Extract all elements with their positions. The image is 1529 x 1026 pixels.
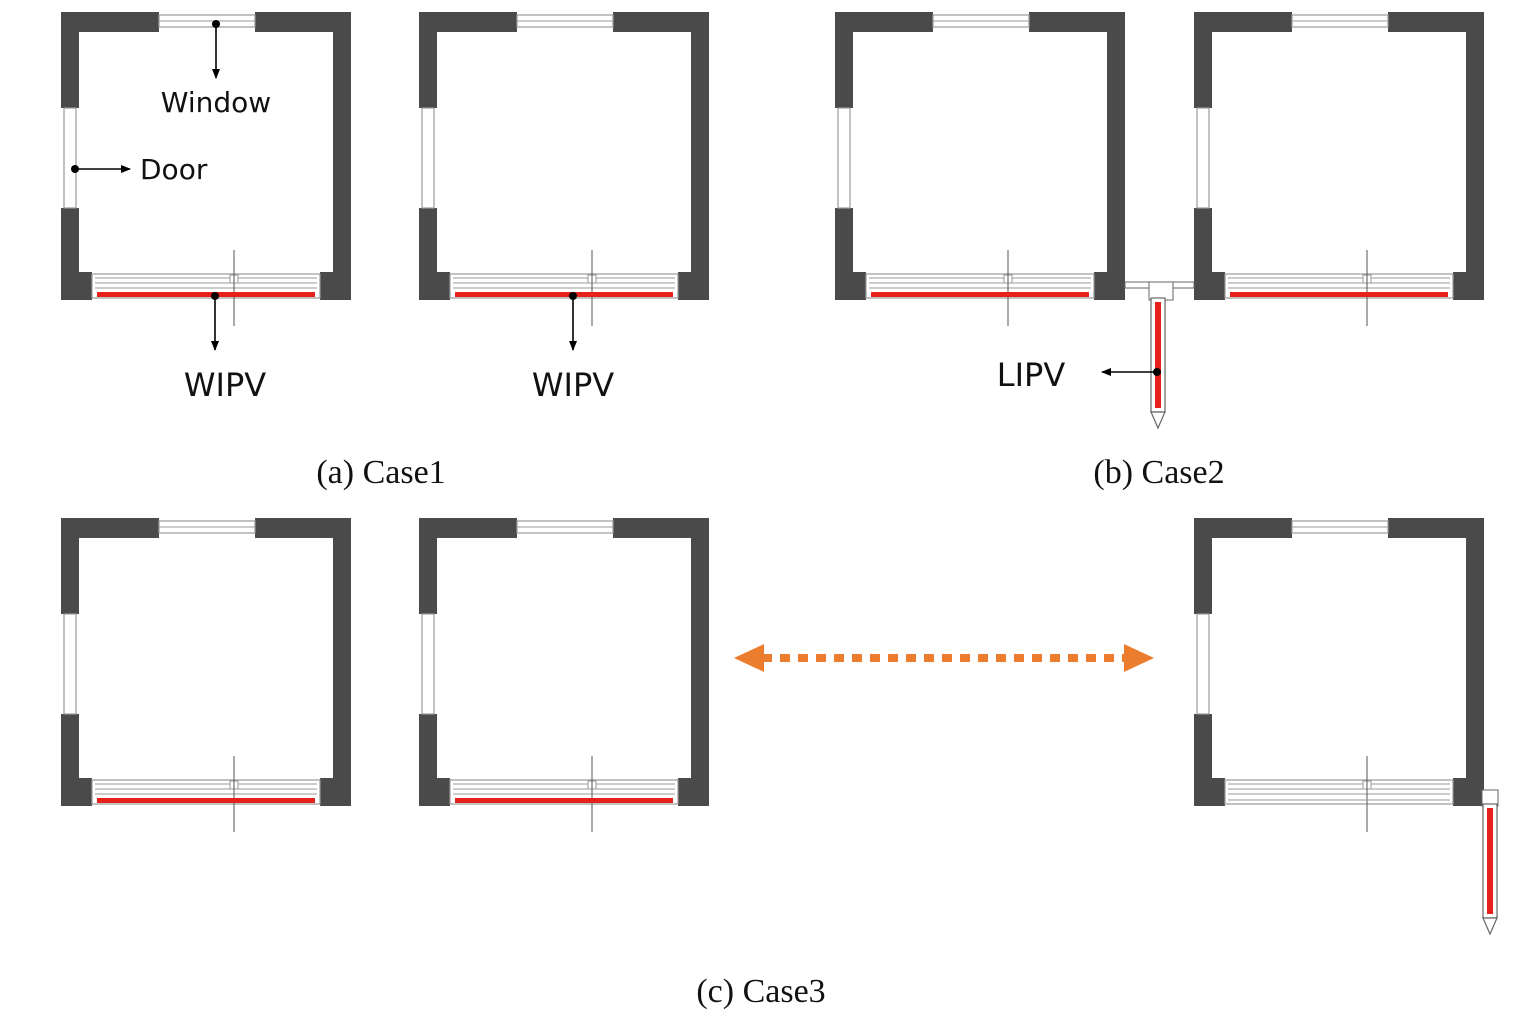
- door-label: Door: [140, 153, 208, 186]
- window-label: Window: [161, 86, 271, 119]
- wipv-callout-1: [211, 292, 219, 351]
- window-frame: [516, 14, 614, 28]
- room-case3-c: [1194, 518, 1484, 832]
- wipv-label-1: WIPV: [184, 366, 266, 404]
- window-frame: [932, 14, 1030, 28]
- door-frame: [837, 107, 851, 209]
- wipv-strip: [97, 292, 315, 297]
- bottom-window: [449, 250, 679, 326]
- room-case3-b: [419, 518, 709, 832]
- room-case1-a: [61, 12, 351, 326]
- lipv-label: LIPV: [997, 356, 1066, 394]
- door-frame: [421, 107, 435, 209]
- lipv-callout: [1101, 368, 1161, 376]
- orange-double-arrow: [734, 644, 1154, 672]
- door-frame: [1196, 613, 1210, 715]
- lipv-fin-case3: [1482, 803, 1498, 936]
- wipv-label-2: WIPV: [532, 366, 614, 404]
- door-frame: [421, 613, 435, 715]
- window-frame: [516, 520, 614, 534]
- wipv-strip: [97, 798, 315, 803]
- wipv-strip: [1230, 292, 1448, 297]
- door-frame: [1196, 107, 1210, 209]
- caption-case3: (c) Case3: [696, 973, 825, 1010]
- window-frame: [1291, 14, 1389, 28]
- wipv-strip: [871, 292, 1089, 297]
- bottom-window: [1224, 250, 1454, 326]
- lipv-header: [1124, 281, 1195, 301]
- wipv-strip: [455, 798, 673, 803]
- window-callout: [212, 20, 220, 79]
- window-frame: [1291, 520, 1389, 534]
- bottom-window: [91, 250, 321, 326]
- room-case2-a: [835, 12, 1125, 326]
- caption-case1: (a) Case1: [316, 454, 445, 491]
- door-callout: [71, 165, 131, 173]
- lipv-fin-case2: [1150, 297, 1166, 430]
- door-frame: [63, 613, 77, 715]
- room-case2-b: [1194, 12, 1484, 326]
- wipv-callout-2: [569, 292, 577, 351]
- bottom-window: [1224, 756, 1454, 832]
- room-case1-b: [419, 12, 709, 326]
- bottom-window: [91, 756, 321, 832]
- caption-case2: (b) Case2: [1093, 454, 1224, 491]
- door-frame: [63, 107, 77, 209]
- bottom-window: [449, 756, 679, 832]
- window-frame: [158, 14, 256, 28]
- wipv-strip: [455, 292, 673, 297]
- bottom-window: [865, 250, 1095, 326]
- room-case3-a: [61, 518, 351, 832]
- window-frame: [158, 520, 256, 534]
